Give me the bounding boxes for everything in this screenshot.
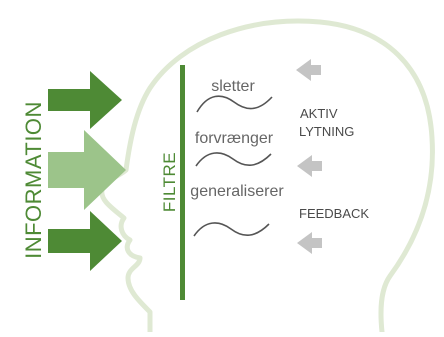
filter-label: FILTRE [160,152,179,212]
wave-icon [193,222,270,237]
filter-process-distort: forvrænger [195,130,274,147]
filter-process-generalize: generaliserer [190,183,284,200]
arrow-right-icon [48,130,126,210]
wave-icon [196,95,273,113]
information-label: INFORMATION [21,101,46,259]
filter-bar [180,65,185,300]
listening-label: LYTNING [299,124,354,139]
arrow-left-icon [297,232,322,254]
arrow-left-icon [296,59,321,81]
filter-process-delete: sletter [211,78,255,95]
feedback-label: FEEDBACK [299,206,369,221]
arrow-right-icon [48,211,122,271]
wave-icon [195,152,272,167]
arrow-left-icon [297,155,322,177]
arrow-right-icon [48,71,122,129]
active-label: AKTIV [300,106,338,121]
head-silhouette-icon [99,18,435,335]
